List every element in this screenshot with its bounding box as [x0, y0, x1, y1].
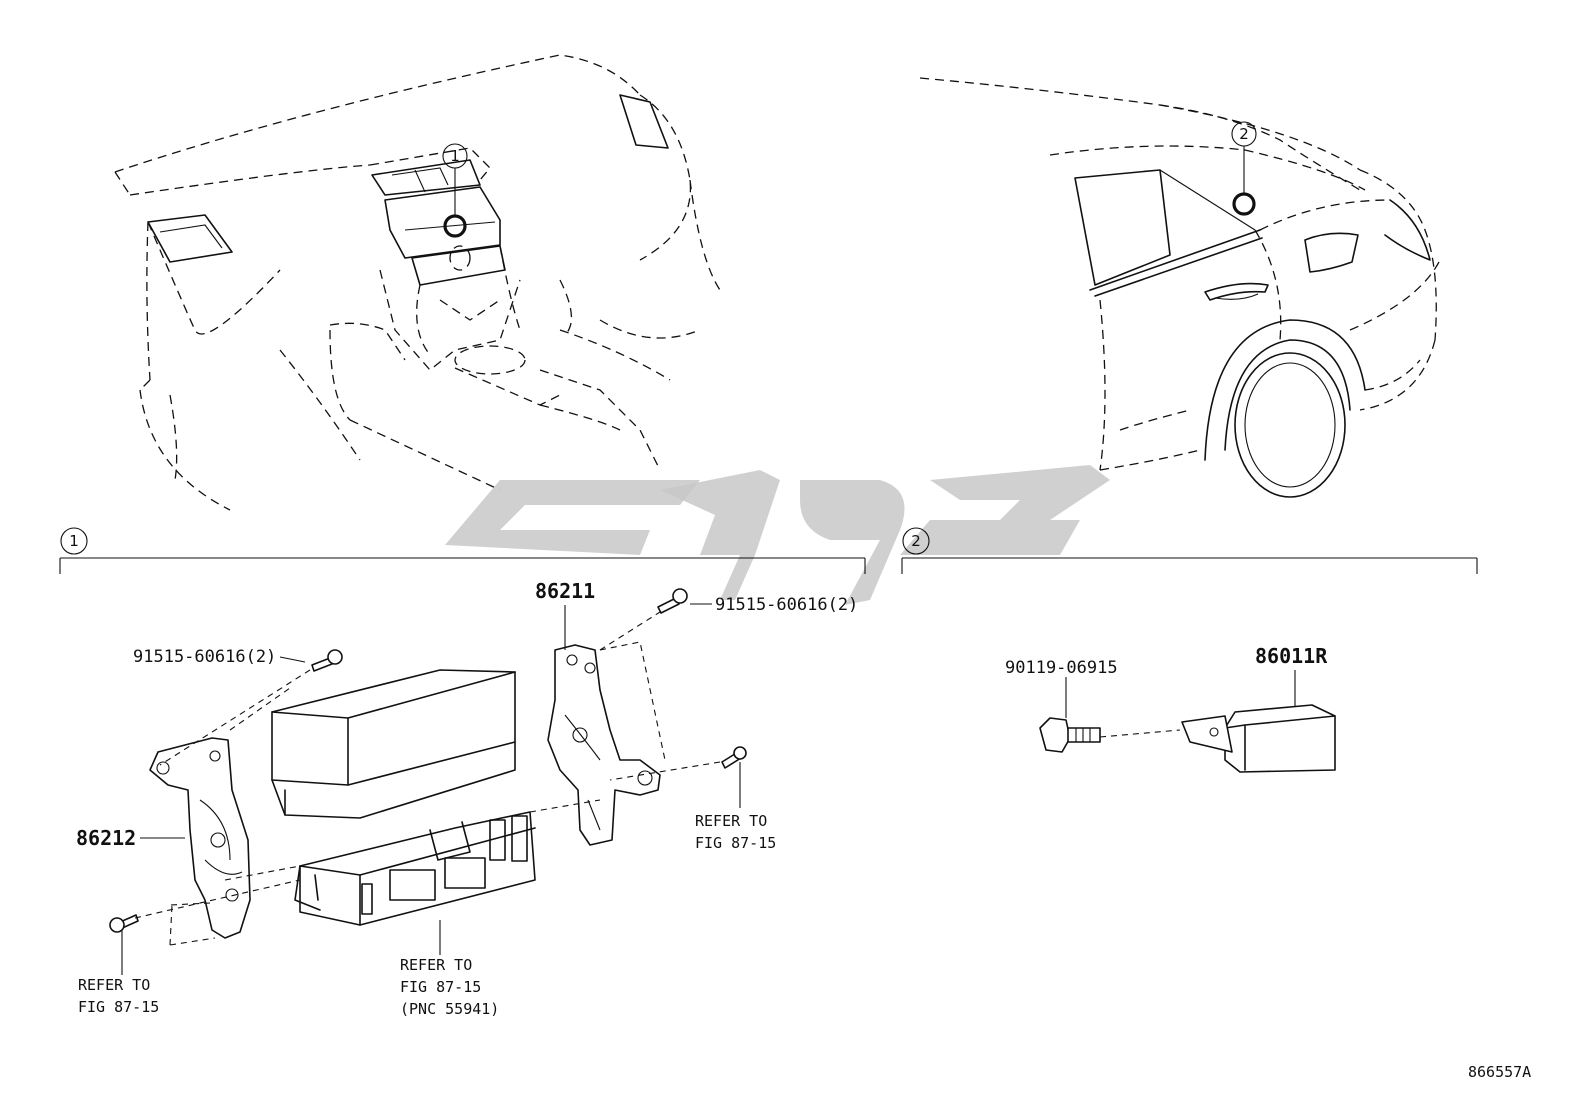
- refer-bottom-line3: (PNC 55941): [400, 1000, 499, 1018]
- part-number-90119-06915: 90119-06915: [1005, 658, 1118, 678]
- refer-right-line1: REFER TO: [695, 812, 767, 830]
- screw-right-side: [721, 746, 747, 769]
- callout-1-label: 1: [450, 147, 460, 165]
- section-2-index: 2: [911, 532, 921, 550]
- bracket-86211: [547, 644, 661, 846]
- section-1-index: 1: [69, 532, 79, 550]
- callout-2-label: 2: [1239, 125, 1249, 143]
- part-number-86211: 86211: [535, 579, 595, 603]
- navigation-receiver-unit: [271, 669, 516, 819]
- screw-bottom-left: [109, 914, 139, 933]
- refer-bottom-line1: REFER TO: [400, 956, 472, 974]
- refer-left-line1: REFER TO: [78, 976, 150, 994]
- bracket-86212: [149, 737, 251, 939]
- refer-right-line2: FIG 87-15: [695, 834, 776, 852]
- section-1-header: 1: [59, 527, 866, 574]
- section-2-header: 2: [901, 527, 1478, 574]
- screw-top-left: [311, 649, 343, 672]
- car-illustration: 2: [919, 77, 1441, 498]
- part-number-screw-top-left: 91515-60616(2): [133, 647, 276, 667]
- lower-mounting-bracket: [294, 811, 536, 926]
- part-number-86011R: 86011R: [1255, 644, 1328, 668]
- refer-bottom-line2: FIG 87-15: [400, 978, 481, 996]
- part-number-screw-top-right: 91515-60616(2): [715, 595, 858, 615]
- bolt-90119-06915: [1039, 717, 1101, 753]
- diagram-code: 866557A: [1468, 1063, 1531, 1081]
- refer-left-line2: FIG 87-15: [78, 998, 159, 1016]
- brand-watermark-logo: [445, 465, 1110, 605]
- part-number-86212: 86212: [76, 826, 136, 850]
- screw-top-right: [657, 588, 688, 614]
- section-2-parts: [1039, 670, 1336, 773]
- module-86011R: [1181, 704, 1336, 773]
- dashboard-illustration: 1: [114, 54, 721, 511]
- section-1-parts: [109, 588, 747, 975]
